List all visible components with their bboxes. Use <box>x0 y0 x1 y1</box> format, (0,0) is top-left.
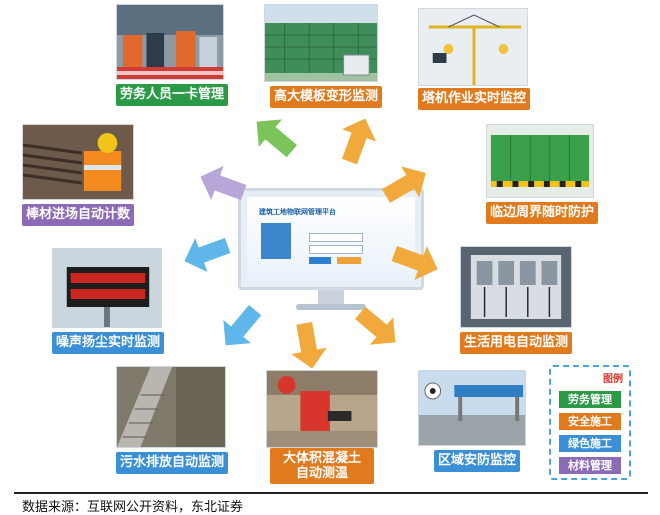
screen-title: 建筑工地物联网管理平台 <box>259 208 336 216</box>
arrow-to-security <box>350 300 404 354</box>
module-label: 大体积混凝土 自动测温 <box>270 448 374 484</box>
edge-photo <box>486 124 594 198</box>
arrow-to-rebar <box>196 160 250 210</box>
concrete-photo <box>266 370 378 448</box>
labor-photo <box>116 4 224 80</box>
security-photo <box>418 370 526 446</box>
data-source: 数据来源：互联网公开资料，东北证券 <box>22 500 244 515</box>
iot-platform-diagram: 劳务人员一卡管理 高大模板变形监测 <box>22 4 631 484</box>
arrow-to-labor <box>248 112 302 162</box>
arrow-to-formwork <box>330 114 384 168</box>
module-noise: 噪声扬尘实时监测 <box>52 248 165 358</box>
monitor-screen: 建筑工地物联网管理平台 <box>238 188 424 290</box>
module-label: 高大模板变形监测 <box>270 86 383 108</box>
module-label: 噪声扬尘实时监测 <box>52 332 165 354</box>
noise-photo <box>52 248 162 328</box>
module-label: 污水排放自动监测 <box>116 452 229 474</box>
sewage-photo <box>116 366 226 448</box>
module-rebar: 棒材进场自动计数 <box>22 124 135 228</box>
platform-monitor: 建筑工地物联网管理平台 <box>238 188 424 318</box>
module-crane: 塔机作业实时监控 <box>418 8 531 112</box>
module-label-line2: 自动测温 <box>295 466 348 481</box>
module-security: 区域安防监控 <box>418 370 526 478</box>
monitor-base <box>296 304 366 310</box>
rebar-photo <box>22 124 134 200</box>
footer-rule <box>14 492 648 494</box>
module-label: 棒材进场自动计数 <box>22 204 135 226</box>
arrow-to-edge <box>378 160 432 210</box>
module-formwork: 高大模板变形监测 <box>264 4 383 110</box>
module-label: 区域安防监控 <box>434 450 521 472</box>
login-button-graphic <box>337 257 361 264</box>
legend-item-safety: 安全施工 <box>559 413 621 430</box>
module-labor: 劳务人员一卡管理 <box>116 4 229 110</box>
arrow-to-power <box>388 236 442 286</box>
module-sewage: 污水排放自动监测 <box>116 366 229 476</box>
legend: 图例 劳务管理 安全施工 绿色施工 材料管理 <box>549 365 631 480</box>
login-button-graphic <box>309 257 331 264</box>
module-edge: 临边周界随时防护 <box>486 124 599 230</box>
formwork-photo <box>264 4 378 82</box>
legend-title: 图例 <box>603 374 623 385</box>
module-concrete: 大体积混凝土 自动测温 <box>266 370 378 484</box>
module-label-line1: 大体积混凝土 <box>282 451 361 466</box>
crane-photo <box>418 8 528 86</box>
login-field <box>309 245 363 254</box>
arrow-to-concrete <box>282 318 334 372</box>
login-field <box>309 233 363 242</box>
module-power: 生活用电自动监测 <box>460 246 573 354</box>
module-label: 塔机作业实时监控 <box>418 88 531 110</box>
legend-item-material: 材料管理 <box>559 457 621 474</box>
module-label: 临边周界随时防护 <box>486 202 599 224</box>
arrow-to-noise <box>180 228 234 278</box>
power-photo <box>460 246 572 328</box>
monitor-stand <box>318 290 344 304</box>
login-graphic <box>261 223 291 259</box>
module-label: 生活用电自动监测 <box>460 332 573 354</box>
module-label: 劳务人员一卡管理 <box>116 84 229 106</box>
legend-item-green: 绿色施工 <box>559 435 621 452</box>
legend-item-labor: 劳务管理 <box>559 391 621 408</box>
arrow-to-sewage <box>214 300 268 354</box>
